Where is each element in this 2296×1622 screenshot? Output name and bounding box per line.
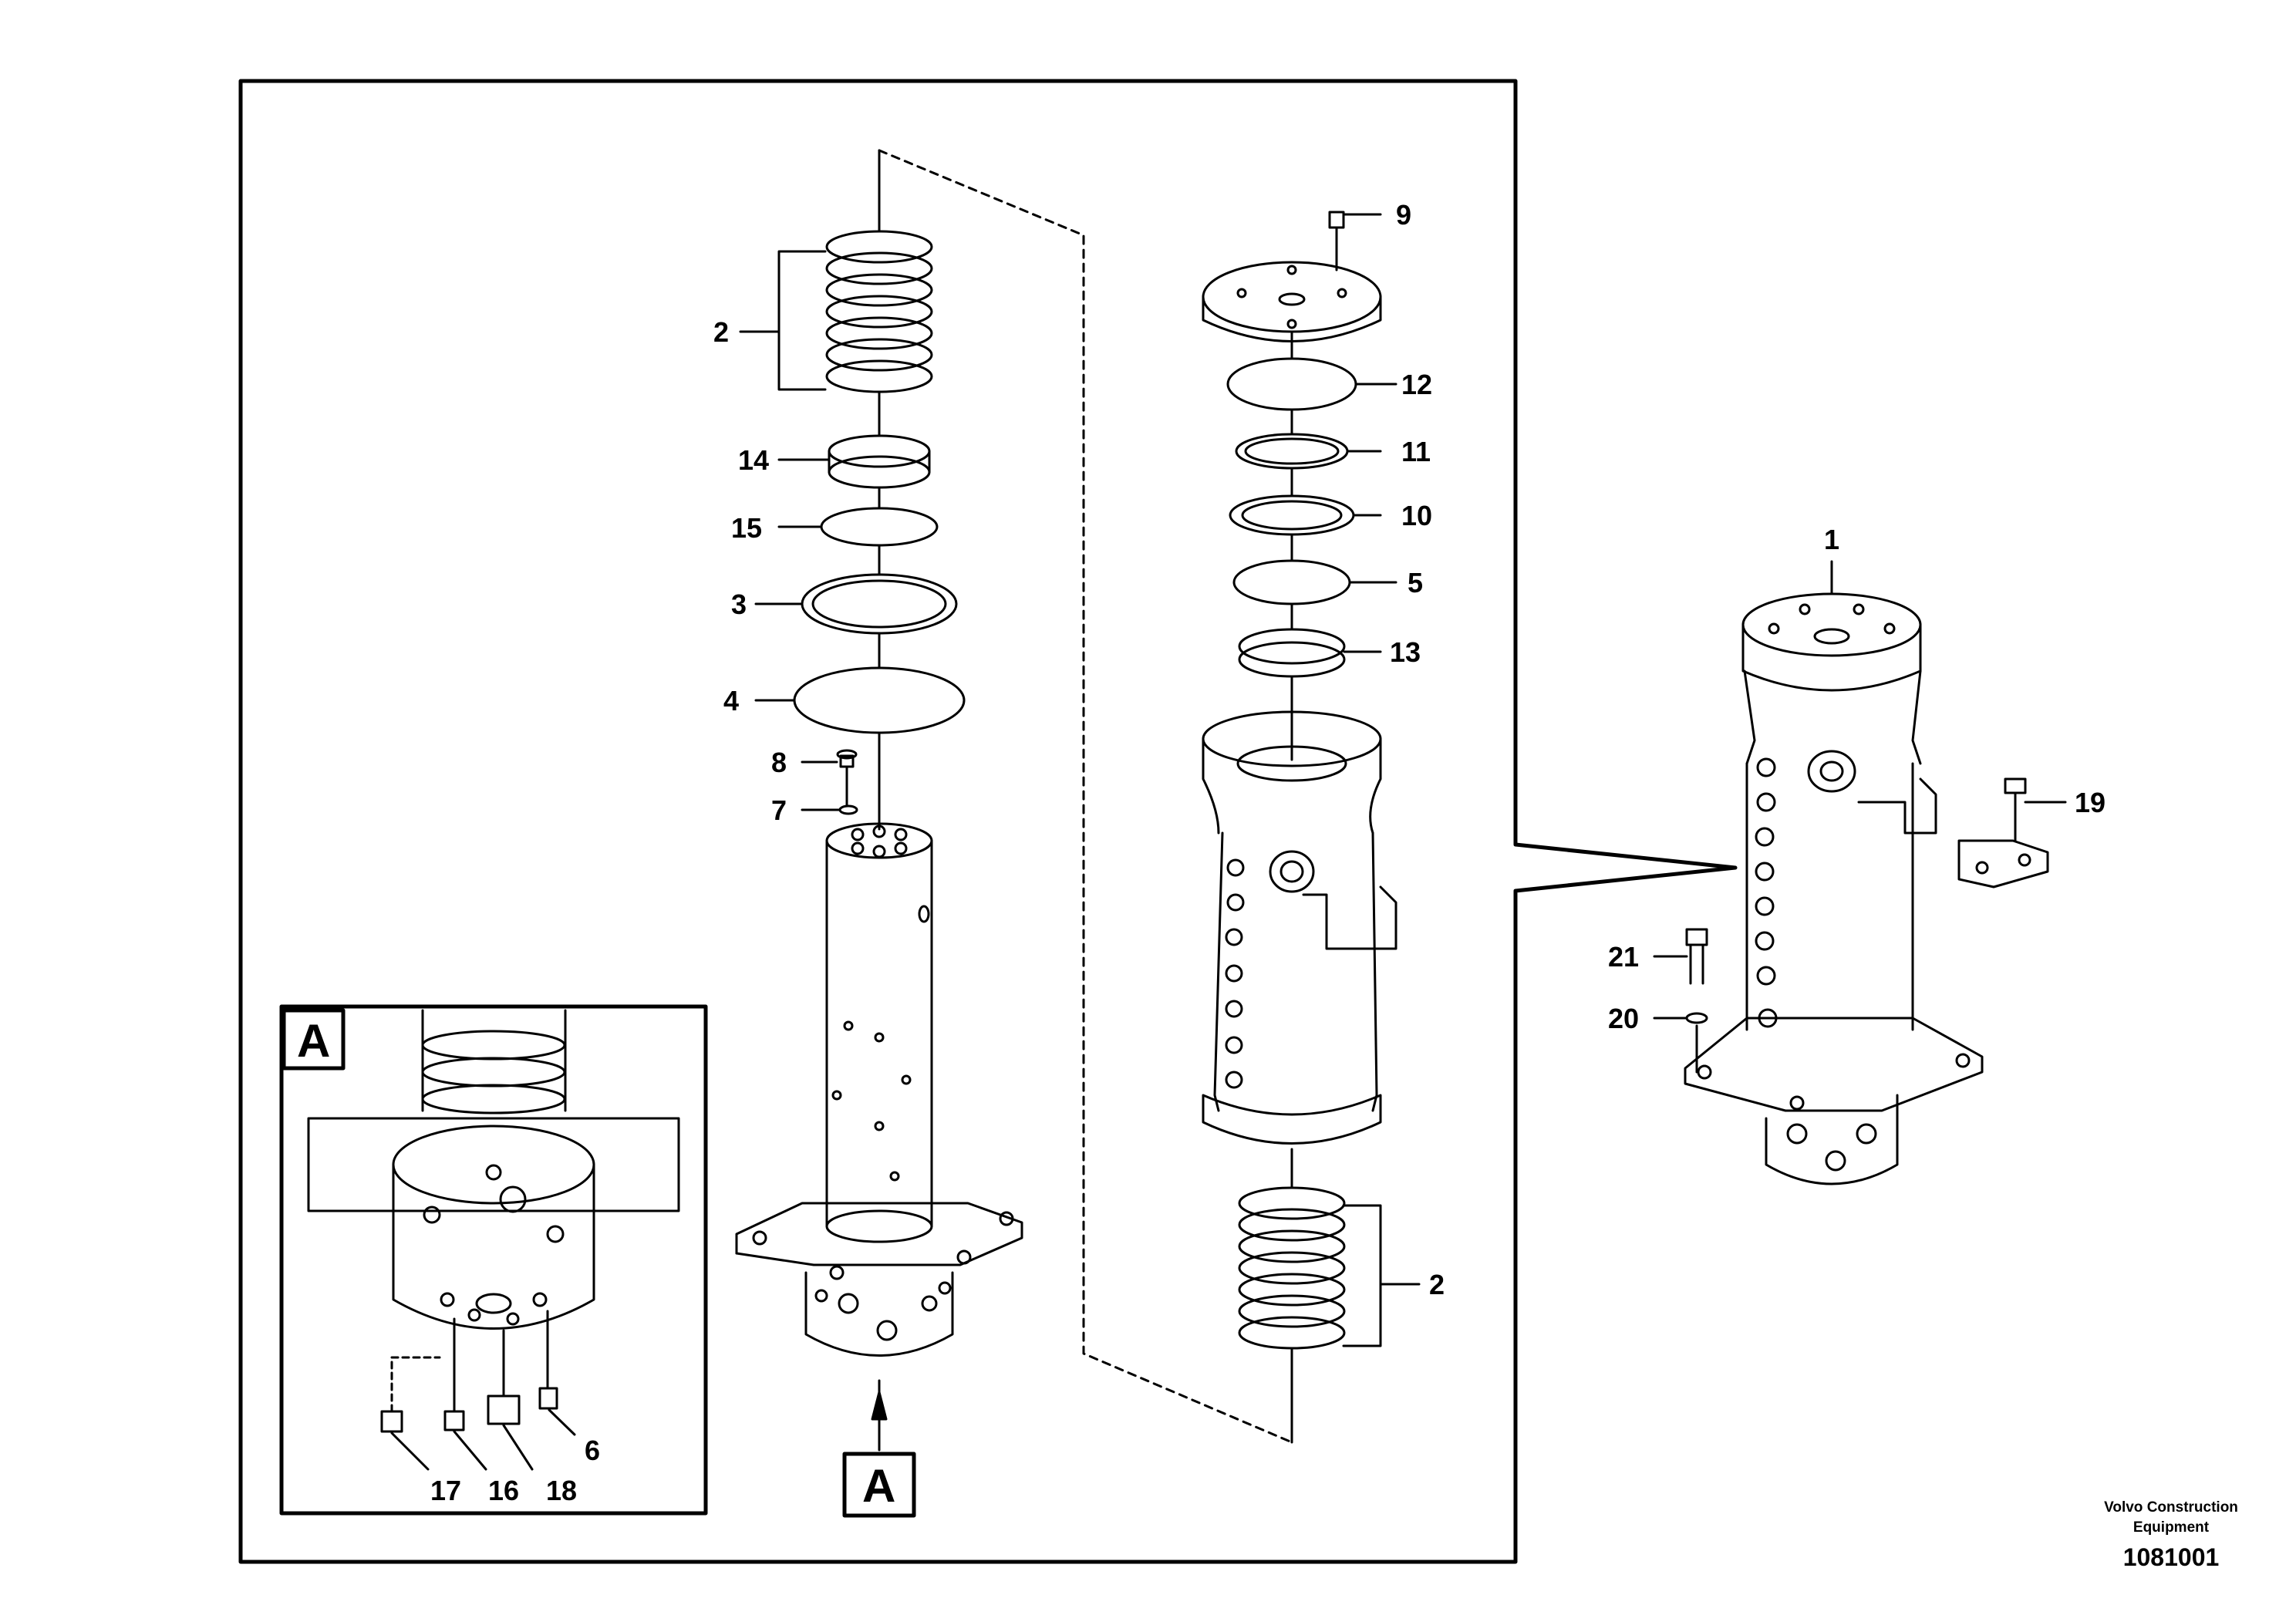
callout-6: 6: [585, 1435, 600, 1466]
screw-and-washer-8-7: [836, 749, 858, 815]
callout-14: 14: [738, 444, 769, 476]
assembled-swivel: [1684, 592, 2049, 1185]
leader-lines: [390, 213, 2067, 1471]
callout-numbers: 2 14 15 3 4 8 7 9 12 11 10 5 13 2 1 19 2…: [430, 199, 2106, 1506]
callout-7: 7: [771, 794, 787, 826]
callout-9: 9: [1396, 199, 1411, 231]
callout-11: 11: [1401, 436, 1431, 467]
cover-plate: [1202, 211, 1382, 342]
main-frame: [238, 79, 1738, 1564]
callout-5: 5: [1408, 567, 1423, 599]
callout-2-bottom: 2: [1429, 1269, 1445, 1300]
detail-view-label: A: [297, 1015, 330, 1067]
callout-17: 17: [430, 1475, 461, 1506]
callout-4: 4: [723, 685, 739, 717]
callout-3: 3: [731, 588, 747, 620]
pointer-view-label-box: [842, 1452, 916, 1518]
pointer-view-label: A: [862, 1460, 895, 1512]
callout-15: 15: [731, 512, 762, 544]
callout-20: 20: [1608, 1003, 1639, 1034]
company-name-line1: Volvo Construction: [2104, 1499, 2238, 1516]
swivel-housing: [1202, 710, 1397, 1189]
dashed-grouping-line: [878, 149, 1293, 1444]
rotor-shaft: [735, 822, 1023, 1394]
callout-21: 21: [1608, 941, 1639, 973]
callout-19: 19: [2075, 787, 2106, 818]
seal-stack-lower: [1238, 1186, 1346, 1444]
callout-8: 8: [771, 747, 787, 778]
detail-view-label-box: [282, 1008, 346, 1071]
callout-12: 12: [1401, 369, 1432, 400]
seal-stack-middle: [1226, 330, 1357, 761]
callout-10: 10: [1401, 500, 1432, 531]
callout-18: 18: [546, 1475, 577, 1506]
company-name-line2: Equipment: [2133, 1519, 2210, 1536]
callout-2-top: 2: [713, 316, 729, 348]
callout-1: 1: [1824, 524, 1839, 555]
detail-view-drawing: [307, 1009, 680, 1433]
drawing-number: 1081001: [2123, 1543, 2220, 1571]
callout-13: 13: [1390, 636, 1421, 668]
detail-view-frame: [279, 1004, 708, 1516]
callout-16: 16: [488, 1475, 519, 1506]
seal-stack-left: [793, 149, 966, 831]
